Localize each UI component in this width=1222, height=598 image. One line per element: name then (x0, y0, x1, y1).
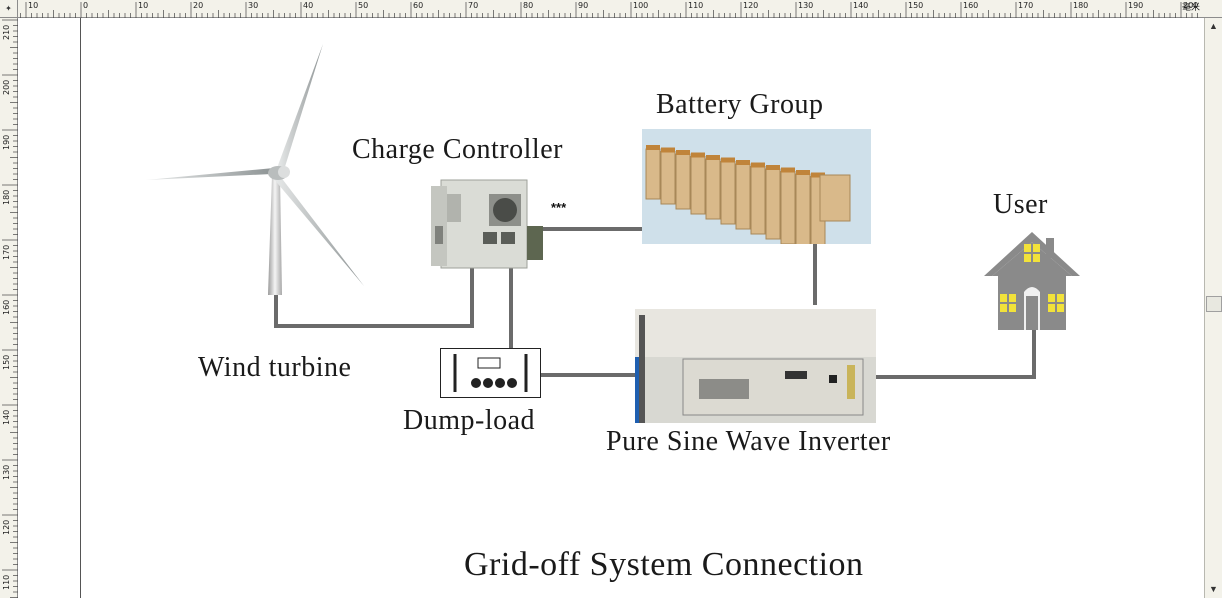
left-ruler-ticks (2, 19, 18, 598)
battery-terminal (691, 152, 705, 158)
left-ruler-label: 190 (2, 134, 11, 150)
top-ruler-label: 130 (798, 1, 814, 10)
left-ruler-label: 130 (2, 464, 11, 480)
wind-turbine-icon (146, 44, 364, 295)
battery-terminal (721, 157, 735, 163)
battery-cell (735, 163, 751, 230)
asterisks-note: *** (551, 200, 567, 215)
ruler-corner[interactable]: ✦ (0, 0, 18, 18)
unit-label: 毫米 (1181, 3, 1200, 13)
battery-terminal (676, 150, 690, 155)
top-ruler-label: 40 (303, 1, 314, 10)
battery-cell (765, 168, 781, 240)
battery-terminal (796, 170, 810, 175)
left-ruler-label: 180 (2, 189, 11, 205)
scroll-down-icon[interactable]: ▼ (1209, 584, 1218, 594)
battery-cell (819, 174, 851, 222)
battery-terminal (781, 167, 795, 173)
top-ruler-label: 200 (1183, 1, 1199, 10)
battery-cell (690, 156, 706, 215)
wire-turbine-controller (274, 324, 474, 328)
battery-cell (705, 158, 721, 220)
battery-cell (795, 173, 811, 244)
wire-user-up (1032, 328, 1036, 379)
left-ruler-label: 150 (2, 354, 11, 370)
top-ruler-label: 50 (358, 1, 369, 10)
battery-terminal (646, 145, 660, 150)
top-ruler-label: 90 (578, 1, 589, 10)
dump-load-icon (440, 348, 541, 398)
left-ruler-label: 210 (2, 24, 11, 40)
battery-terminal (766, 165, 780, 170)
battery-cell (780, 171, 796, 244)
top-ruler-ticks (20, 2, 1198, 18)
battery-terminal (751, 162, 765, 168)
top-ruler-label: 0 (83, 1, 89, 10)
top-ruler-label: 160 (963, 1, 979, 10)
wire-battery-inverter (813, 243, 817, 305)
left-ruler: 210 200 190 180 170 160 150 140 130 120 110 (0, 18, 18, 598)
top-ruler-label: 10 (138, 1, 149, 10)
top-ruler-label: 180 (1073, 1, 1089, 10)
top-ruler-label: 30 (248, 1, 259, 10)
battery-terminal (661, 147, 675, 153)
wire-controller-battery (528, 227, 644, 231)
top-ruler-label: 190 (1128, 1, 1144, 10)
wire-controller-down (470, 268, 474, 328)
top-ruler-label: 120 (743, 1, 759, 10)
user-label: User (993, 189, 1048, 220)
battery-cell (750, 166, 766, 235)
wire-inverter-user (876, 375, 1036, 379)
battery-terminal (706, 155, 720, 160)
inverter-icon (635, 309, 876, 423)
inverter-label: Pure Sine Wave Inverter (606, 426, 891, 457)
top-ruler-label: 70 (468, 1, 479, 10)
wind-turbine-label: Wind turbine (198, 352, 352, 383)
battery-group-icon (642, 129, 871, 244)
charge-controller-icon (431, 179, 543, 269)
wire-turbine-down (274, 286, 278, 328)
scroll-up-icon[interactable]: ▲ (1209, 21, 1218, 31)
top-ruler-label: 100 (633, 1, 649, 10)
scroll-thumb[interactable] (1206, 296, 1222, 312)
battery-cell (645, 148, 661, 200)
battery-terminal (811, 172, 825, 178)
top-ruler-label: 60 (413, 1, 424, 10)
battery-cell (660, 151, 676, 205)
battery-cell (720, 161, 736, 225)
top-ruler-label: 80 (523, 1, 534, 10)
page-border (80, 18, 81, 598)
wire-controller-dumpload (509, 262, 513, 350)
left-ruler-label: 140 (2, 409, 11, 425)
battery-terminal (736, 160, 750, 165)
left-ruler-label: 160 (2, 299, 11, 315)
charge-controller-label: Charge Controller (352, 134, 563, 165)
top-ruler-label: 150 (908, 1, 924, 10)
top-ruler-label: 110 (688, 1, 704, 10)
dump-load-label: Dump-load (403, 405, 536, 436)
top-ruler-label: 170 (1018, 1, 1034, 10)
vertical-scrollbar[interactable]: ▲ ▼ (1204, 18, 1222, 598)
wire-dumpload-inverter (540, 373, 636, 377)
top-ruler-label: 140 (853, 1, 869, 10)
house-icon (984, 232, 1080, 330)
top-ruler-label: 20 (193, 1, 204, 10)
top-ruler-label: 10 (28, 1, 39, 10)
left-ruler-label: 170 (2, 244, 11, 260)
diagram-title: Grid-off System Connection (464, 546, 864, 583)
left-ruler-label: 120 (2, 519, 11, 535)
left-ruler-label: 200 (2, 79, 11, 95)
left-ruler-label: 110 (2, 574, 11, 590)
battery-group-label: Battery Group (656, 89, 824, 120)
battery-cell (675, 153, 691, 210)
